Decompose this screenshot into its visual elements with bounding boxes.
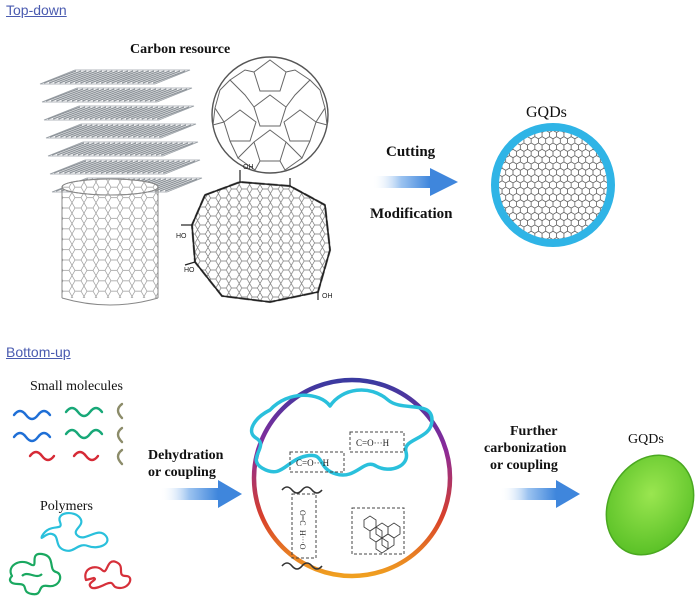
graphite-stack-icon xyxy=(39,69,203,193)
bond-box-left xyxy=(289,451,345,473)
wave-olive-3 xyxy=(116,448,124,466)
wave-blue-2 xyxy=(12,431,52,443)
polymers-label: Polymers xyxy=(40,499,93,514)
gqds-top-label: GQDs xyxy=(526,104,567,121)
polymer-cyan xyxy=(40,512,109,552)
wave-green-1 xyxy=(64,406,104,418)
fullerene-icon xyxy=(211,56,329,174)
polymer-icons xyxy=(8,512,132,596)
dehydration-label: Dehydration xyxy=(148,448,224,463)
further-label: Further xyxy=(510,424,558,439)
wave-red-2 xyxy=(72,450,100,462)
bond-label-left: C=O···H xyxy=(296,458,330,468)
modification-label: Modification xyxy=(370,206,453,222)
top-process-arrow xyxy=(372,168,458,196)
or-coupling-label-2: or coupling xyxy=(490,458,558,473)
wave-green-2 xyxy=(64,428,104,440)
bottom-process-arrow-2 xyxy=(500,480,580,508)
wave-olive-1 xyxy=(116,402,124,420)
bond-label-right: C=O···H xyxy=(356,438,390,448)
gqd-product-top-icon xyxy=(491,123,615,247)
bond-box-vertical xyxy=(291,493,317,559)
bond-label-vertical-bottom: H···O xyxy=(298,530,307,550)
wave-blue-1 xyxy=(12,409,52,421)
cyan-polymer-network xyxy=(249,388,434,477)
gqd-product-bottom-icon xyxy=(605,454,695,556)
oxide-label-right: OH xyxy=(322,293,333,300)
polymer-red xyxy=(84,560,132,590)
oxide-label-top: OH xyxy=(243,164,254,171)
graphene-oxide-icon: OH HO HO OH xyxy=(176,164,333,304)
top-down-title: Top-down xyxy=(6,2,67,18)
bottom-process-arrow-1 xyxy=(160,480,242,508)
small-molecule-icons xyxy=(12,402,124,466)
ring-box xyxy=(351,507,405,555)
intermediate-circle: C=O···H C=O···H O=C H···O xyxy=(249,377,453,579)
carbon-resource-label: Carbon resource xyxy=(130,42,231,57)
wave-olive-2 xyxy=(116,426,124,444)
or-coupling-label-1: or coupling xyxy=(148,465,216,480)
carbonization-label: carbonization xyxy=(484,441,567,456)
oxide-label-left-a: HO xyxy=(176,233,187,240)
wave-red-1 xyxy=(28,450,56,462)
gqds-bottom-label: GQDs xyxy=(628,432,664,447)
oxide-label-left-b: HO xyxy=(184,267,195,274)
carbon-nanotube-icon xyxy=(61,178,159,306)
small-molecules-label: Small molecules xyxy=(30,379,123,394)
bottom-up-title: Bottom-up xyxy=(6,344,71,360)
bond-box-right xyxy=(349,431,405,453)
bond-label-vertical-top: O=C xyxy=(298,510,307,526)
polymer-green xyxy=(8,552,62,596)
cutting-label: Cutting xyxy=(386,144,436,160)
